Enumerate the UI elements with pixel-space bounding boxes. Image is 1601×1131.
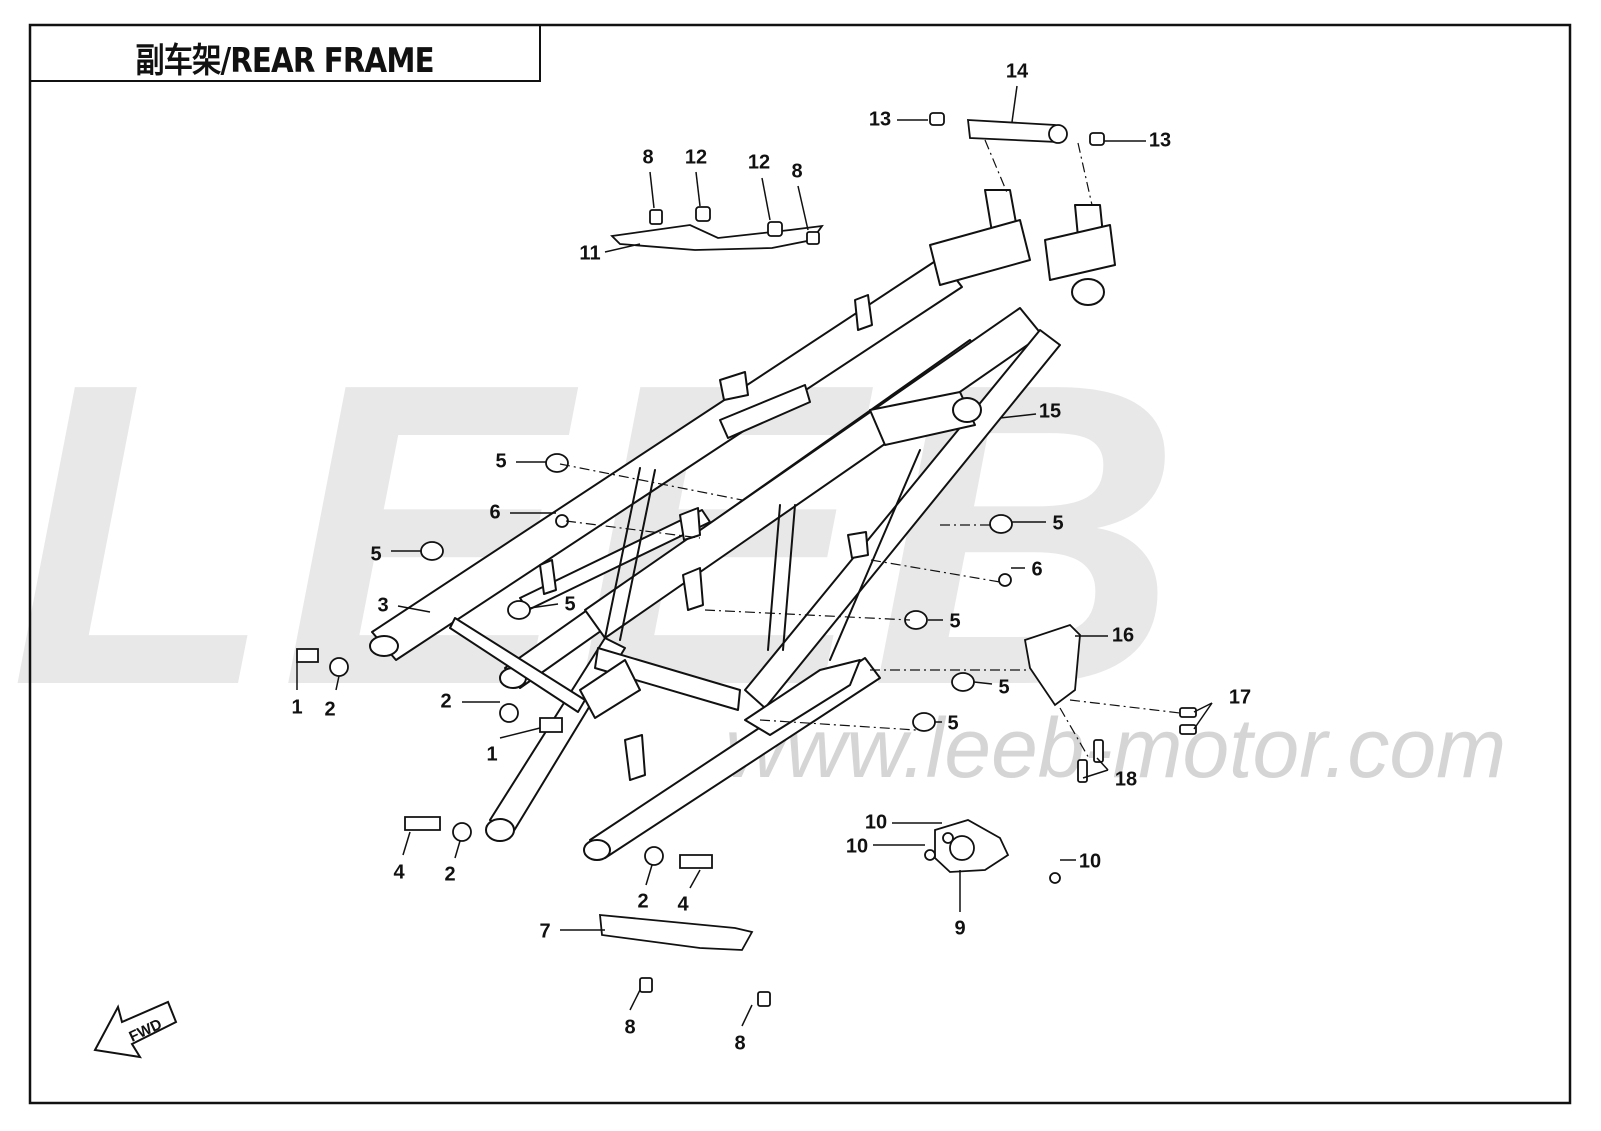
leader-line-5 — [529, 603, 559, 609]
leader-line-18-b — [1082, 769, 1109, 779]
bracket-11 — [610, 224, 824, 251]
callout-label-5: 5 — [949, 610, 960, 632]
callout-label-6: 6 — [489, 501, 500, 523]
callout-label-5: 5 — [947, 712, 958, 734]
frame-assembly — [369, 189, 1116, 861]
callout-label-10: 10 — [865, 811, 887, 833]
leader-line-17-b — [1193, 702, 1213, 730]
leader-line-8 — [797, 185, 809, 231]
leader-line-3 — [397, 605, 431, 613]
callout-label-10: 10 — [846, 835, 868, 857]
diagram-border — [28, 23, 1572, 1105]
leader-line-17 — [1193, 702, 1213, 713]
leader-line-12 — [695, 171, 701, 207]
callout-label-9: 9 — [954, 917, 965, 939]
leader-line-14 — [1011, 85, 1018, 123]
leader-line-4 — [689, 869, 701, 889]
callout-label-8: 8 — [734, 1032, 745, 1054]
callout-label-8: 8 — [791, 160, 802, 182]
callout-label-15: 15 — [1039, 400, 1061, 422]
callout-label-2: 2 — [637, 890, 648, 912]
leader-line-5 — [973, 681, 993, 685]
assembly-lines — [559, 139, 1181, 761]
leader-line-2 — [335, 675, 340, 691]
title-box: 副车架/REAR FRAME — [30, 25, 541, 82]
leader-line-12 — [761, 177, 771, 221]
callout-label-5: 5 — [1052, 512, 1063, 534]
callout-label-4: 4 — [677, 893, 689, 915]
bracket-16 — [1023, 623, 1081, 707]
callout-label-13: 13 — [1149, 129, 1171, 151]
leader-line-18 — [1096, 757, 1109, 771]
callout-label-2: 2 — [444, 863, 455, 885]
leader-line-8 — [649, 171, 655, 209]
callout-label-6: 6 — [1031, 558, 1042, 580]
bracket-7 — [598, 913, 754, 951]
callout-label-18: 18 — [1115, 768, 1137, 790]
callout-label-16: 16 — [1112, 624, 1134, 646]
callout-label-5: 5 — [370, 543, 381, 565]
callout-label-2: 2 — [324, 698, 335, 720]
tube-14 — [966, 119, 1060, 143]
callout-label-2: 2 — [440, 690, 451, 712]
callout-label-5: 5 — [564, 593, 575, 615]
callout-label-1: 1 — [486, 743, 497, 765]
page-title: 副车架/REAR FRAME — [135, 41, 434, 81]
leader-line-11 — [604, 243, 641, 253]
callout-label-12: 12 — [685, 146, 707, 168]
callout-label-5: 5 — [495, 450, 506, 472]
callout-leaders — [296, 85, 1213, 1027]
callout-label-11: 11 — [579, 242, 600, 264]
leader-line-8 — [741, 1004, 753, 1027]
callout-label-8: 8 — [642, 146, 653, 168]
leader-line-8 — [629, 989, 641, 1011]
leader-line-4 — [402, 831, 411, 856]
leader-line-1 — [499, 727, 541, 739]
callout-label-3: 3 — [377, 594, 388, 616]
callout-label-12: 12 — [748, 151, 770, 173]
loose-parts — [296, 112, 1197, 1007]
fwd-arrow-icon — [93, 1000, 178, 1059]
leader-line-2 — [454, 840, 461, 859]
callout-label-4: 4 — [393, 861, 405, 883]
callout-label-14: 14 — [1006, 60, 1029, 82]
callout-label-10: 10 — [1079, 850, 1101, 872]
leader-line-15 — [999, 413, 1037, 419]
callout-label-1: 1 — [291, 696, 302, 718]
callout-label-7: 7 — [539, 920, 550, 942]
leader-line-2 — [645, 864, 653, 886]
callout-label-17: 17 — [1229, 686, 1251, 708]
watermark-url: www.leeb-motor.com — [725, 701, 1507, 795]
callout-label-5: 5 — [998, 676, 1009, 698]
callout-label-13: 13 — [869, 108, 891, 130]
callout-label-8: 8 — [624, 1016, 635, 1038]
